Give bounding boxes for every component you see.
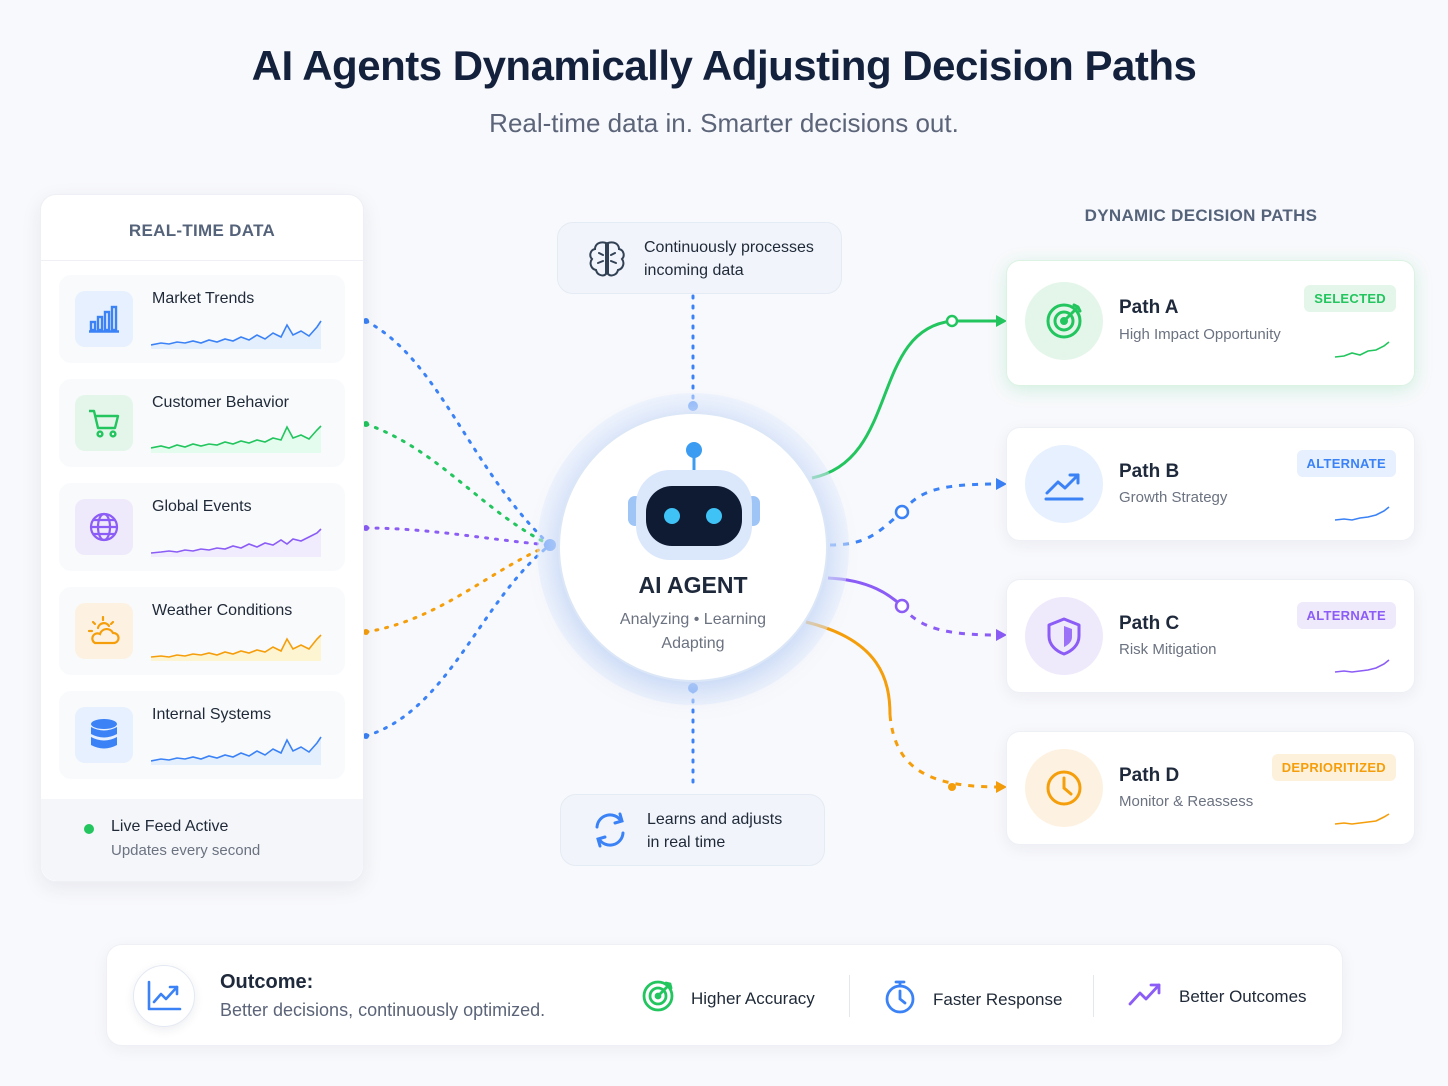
status-badge: DEPRIORITIZED (1271, 754, 1396, 781)
path-name: Path C (1119, 613, 1180, 634)
sparkline (151, 320, 322, 349)
partly-cloudy-icon (75, 603, 133, 659)
database-icon (75, 707, 133, 763)
panel-heading: REAL-TIME DATA (41, 195, 363, 261)
path-sparkline (1334, 506, 1390, 521)
outcome-bar: Outcome: Better decisions, continuously … (106, 944, 1343, 1046)
path-sparkline (1334, 813, 1390, 825)
path-card-c[interactable]: Path C Risk Mitigation ALTERNATE (1006, 579, 1415, 693)
link-market-trends (364, 319, 552, 547)
source-label: Market Trends (152, 290, 255, 307)
note-line: Learns and adjusts (647, 811, 783, 828)
refresh-icon (589, 809, 631, 856)
real-time-data-panel: REAL-TIME DATA Market Trends Customer Be… (40, 194, 364, 882)
path-sparkline (1334, 341, 1390, 358)
trending-up-icon (1025, 445, 1103, 523)
status-badge: ALTERNATE (1296, 450, 1396, 477)
path-name: Path A (1119, 297, 1179, 318)
path-card-a[interactable]: Path A High Impact Opportunity SELECTED (1006, 260, 1415, 386)
brain-icon (586, 239, 628, 284)
sparkline (151, 736, 322, 765)
source-card-weather-conditions[interactable]: Weather Conditions (59, 587, 345, 675)
link-global-events (364, 526, 552, 547)
trending-up-icon (1127, 979, 1163, 1014)
robot-icon (628, 442, 760, 560)
outcome-subtitle: Better decisions, continuously optimized… (220, 1000, 546, 1020)
bar-chart-icon (75, 291, 133, 347)
path-sparkline (1334, 659, 1390, 673)
benefit-better-outcomes: Better Outcomes (1127, 979, 1307, 1014)
agent-status-line: Adapting (661, 635, 725, 652)
source-label: Global Events (152, 498, 252, 515)
path-name: Path D (1119, 765, 1180, 786)
outcome-title: Outcome: (220, 971, 314, 993)
learning-note: Learns and adjusts in real time (560, 794, 825, 866)
note-line: in real time (647, 834, 726, 851)
stopwatch-icon (883, 979, 917, 1020)
live-status-detail: Updates every second (111, 842, 261, 859)
source-card-internal-systems[interactable]: Internal Systems (59, 691, 345, 779)
sparkline (151, 528, 322, 557)
decision-paths-heading: DYNAMIC DECISION PATHS (1084, 206, 1318, 225)
path-card-d[interactable]: Path D Monitor & Reassess DEPRIORITIZED (1006, 731, 1415, 845)
path-description: High Impact Opportunity (1119, 326, 1281, 343)
status-badge: SELECTED (1304, 285, 1396, 312)
status-badge: ALTERNATE (1296, 602, 1396, 629)
link-customer-behavior (364, 422, 552, 547)
path-description: Growth Strategy (1119, 489, 1228, 506)
benefit-label: Better Outcomes (1179, 986, 1307, 1006)
benefit-faster-response: Faster Response (883, 979, 1062, 1020)
path-description: Monitor & Reassess (1119, 793, 1254, 810)
target-icon (641, 979, 675, 1018)
benefit-label: Faster Response (933, 989, 1063, 1009)
live-feed-status: Live Feed Active Updates every second (41, 799, 363, 881)
source-card-customer-behavior[interactable]: Customer Behavior (59, 379, 345, 467)
link-internal-systems (364, 543, 552, 738)
source-card-global-events[interactable]: Global Events (59, 483, 345, 571)
note-line: Continuously processes (644, 239, 814, 256)
live-indicator (84, 824, 94, 834)
note-line: incoming data (644, 262, 744, 279)
processing-note: Continuously processes incoming data (557, 222, 842, 294)
shield-icon (1025, 597, 1103, 675)
divider (1093, 975, 1094, 1017)
source-label: Internal Systems (152, 706, 272, 723)
globe-icon (75, 499, 133, 555)
page-subtitle: Real-time data in. Smarter decisions out… (489, 108, 959, 138)
agent-name: AI AGENT (638, 572, 748, 598)
source-card-market-trends[interactable]: Market Trends (59, 275, 345, 363)
agent-status: Analyzing • Learning Adapting (560, 608, 826, 656)
sparkline (151, 634, 322, 661)
source-label: Customer Behavior (152, 394, 289, 411)
path-card-b[interactable]: Path B Growth Strategy ALTERNATE (1006, 427, 1415, 541)
page-title: AI Agents Dynamically Adjusting Decision… (251, 42, 1197, 89)
benefit-higher-accuracy: Higher Accuracy (641, 979, 815, 1018)
shopping-cart-icon (75, 395, 133, 451)
benefit-label: Higher Accuracy (691, 988, 815, 1008)
link-path-a (811, 319, 1000, 480)
source-label: Weather Conditions (152, 602, 293, 619)
live-status-label: Live Feed Active (111, 818, 229, 835)
sparkline (151, 425, 322, 453)
line-chart-icon (133, 965, 195, 1027)
link-weather-conditions (364, 543, 552, 634)
target-icon (1025, 282, 1103, 360)
path-description: Risk Mitigation (1119, 641, 1217, 658)
path-name: Path B (1119, 461, 1180, 482)
clock-icon (1025, 749, 1103, 827)
agent-status-line: Analyzing • Learning (619, 611, 767, 628)
divider (849, 975, 850, 1017)
ai-agent-node[interactable]: AI AGENT Analyzing • Learning Adapting (558, 412, 828, 682)
